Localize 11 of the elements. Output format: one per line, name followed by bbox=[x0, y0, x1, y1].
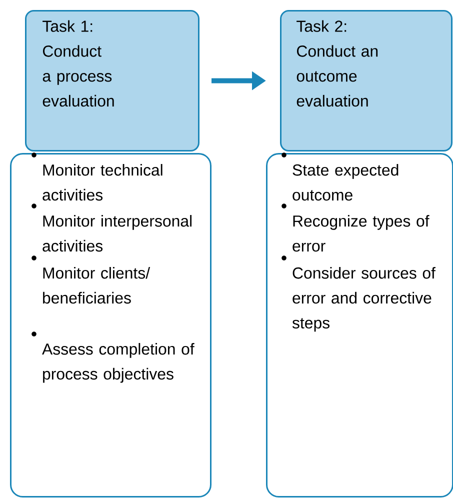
bullet-item: State expected outcome bbox=[282, 152, 398, 201]
list-box bbox=[10, 153, 212, 498]
bullet-item: Monitor technical activities bbox=[32, 152, 162, 201]
bullet-item: Consider sources of error and corrective steps bbox=[282, 256, 436, 332]
task-box: Task 2: Conduct an outcome evaluation bbox=[280, 10, 452, 152]
bullet-item: Recognize types of error bbox=[282, 204, 430, 252]
list-box bbox=[266, 153, 453, 498]
task-box: Task 1: Conduct a process evaluation bbox=[25, 10, 200, 152]
bullet-item: Monitor clients/ beneficiaries bbox=[32, 256, 150, 304]
bullet-item: Assess completion of process objectives bbox=[32, 332, 194, 383]
bullet-item: Monitor interpersonal activities bbox=[32, 204, 192, 252]
